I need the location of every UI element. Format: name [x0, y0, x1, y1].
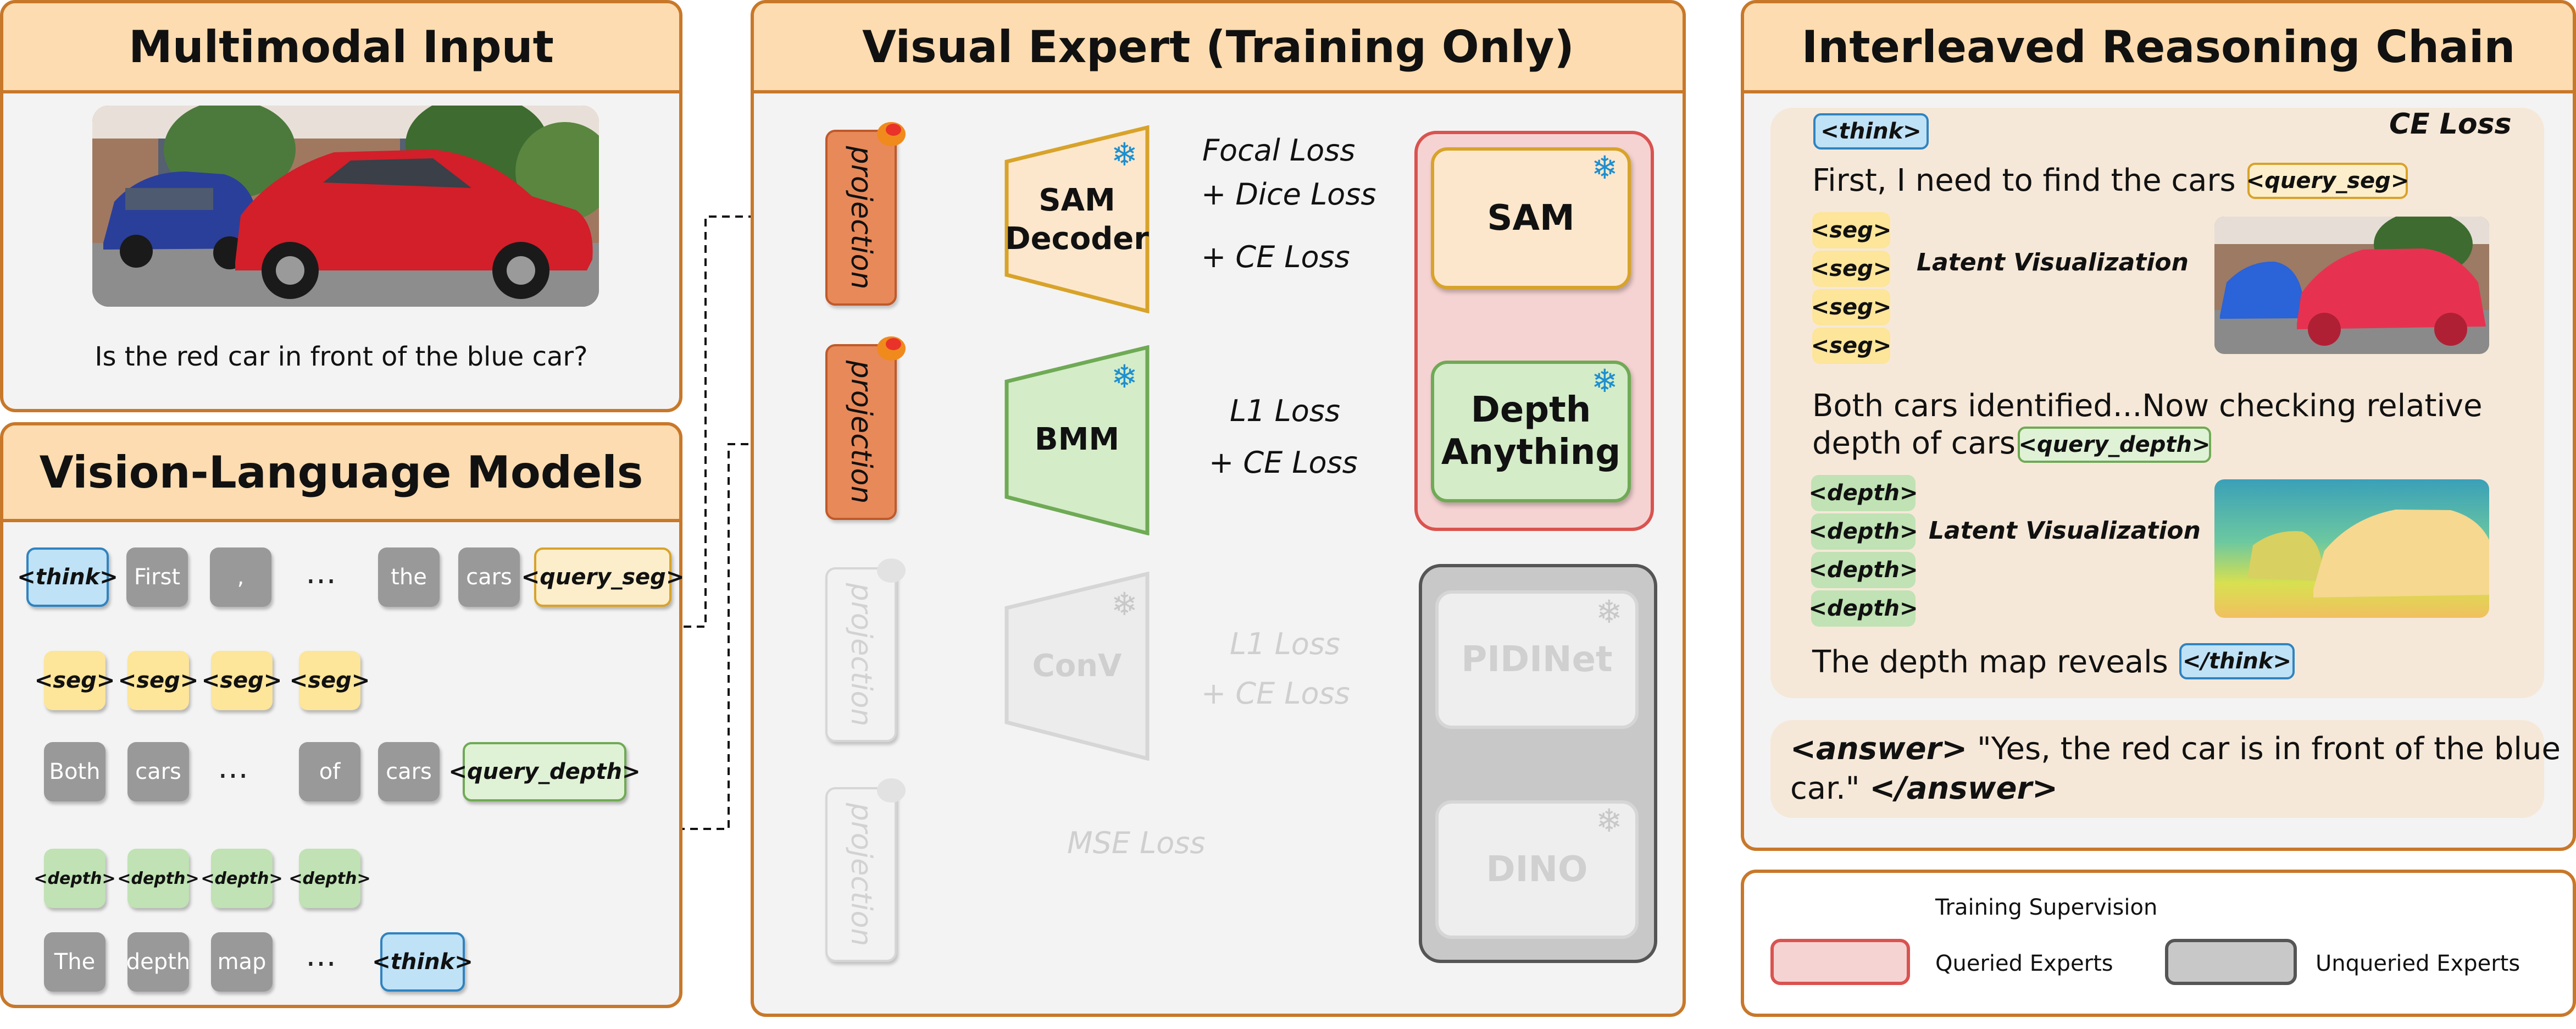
loss-label: + CE Loss [1201, 676, 1350, 711]
seg-tag: <seg> [1811, 328, 1891, 364]
token: , [210, 547, 271, 607]
pidinet-expert: PIDINet [1435, 590, 1639, 729]
query-depth-tag: <query_depth> [2018, 427, 2211, 463]
panel-title: Multimodal Input [3, 3, 679, 93]
question-text: Is the red car in front of the blue car? [95, 341, 588, 372]
loss-label: L1 Loss [1230, 394, 1340, 428]
snowflake-icon: ❄ [1111, 358, 1138, 395]
loss-label: MSE Loss [1067, 826, 1206, 860]
depth-tag: <depth> [1808, 475, 1918, 511]
car-photo [92, 106, 599, 307]
chain-text: Both cars identified...Now checking rela… [1812, 388, 2483, 424]
panel-title: Vision-Language Models [3, 425, 679, 522]
seg-tag: <seg> [1811, 289, 1891, 325]
dino-expert: DINO [1435, 800, 1639, 939]
chain-text: depth of cars [1812, 425, 2016, 461]
token-query-depth: <query_depth> [448, 742, 641, 801]
loss-label: + CE Loss [1209, 445, 1358, 480]
latent-visualization-label: Latent Visualization [1929, 517, 2201, 545]
token: cars [378, 742, 440, 801]
loss-label: + Dice Loss [1201, 177, 1376, 212]
depth-anything-expert: Depth Anything [1431, 361, 1631, 502]
flame-icon [877, 778, 906, 803]
snowflake-icon: ❄ [1591, 362, 1618, 400]
depth-tag: <depth> [1808, 590, 1918, 627]
legend-queried-swatch [1770, 939, 1910, 985]
token-think: <think> [17, 547, 118, 607]
depth-tag: <depth> [1808, 513, 1918, 550]
projection-pidi: projection [825, 567, 897, 742]
think-open-tag: <think> [1813, 113, 1929, 150]
sam-decoder-shape [1004, 125, 1150, 313]
latent-visualization-label: Latent Visualization [1917, 248, 2189, 276]
token: Both [44, 742, 106, 801]
answer-line-2: car." </answer> [1790, 771, 2058, 806]
depth-tag: <depth> [1808, 552, 1918, 588]
ellipsis: … [306, 938, 336, 973]
token: depth [126, 932, 190, 992]
token-depth: <depth> [117, 849, 199, 908]
conv-shape [1004, 572, 1150, 761]
bmm-label: BMM [1034, 422, 1120, 457]
query-seg-tag: <query_seg> [2246, 163, 2409, 199]
bmm-shape [1004, 345, 1150, 535]
token-depth: <depth> [201, 849, 283, 908]
multimodal-input-panel: Multimodal Input I [0, 0, 682, 412]
token: First [126, 547, 188, 607]
answer-line-1: <answer> "Yes, the red car is in front o… [1790, 731, 2561, 767]
panel-title: Interleaved Reasoning Chain [1744, 3, 2573, 93]
sam-expert: SAM [1431, 147, 1631, 289]
loss-label: + CE Loss [1201, 240, 1350, 274]
projection-dino: projection [825, 787, 897, 962]
token: the [378, 547, 440, 607]
flame-icon [877, 336, 906, 361]
loss-label: L1 Loss [1230, 627, 1340, 661]
ellipsis: … [306, 555, 336, 591]
token: cars [127, 742, 189, 801]
ce-loss-label: CE Loss [2389, 108, 2512, 141]
snowflake-icon: ❄ [1111, 585, 1138, 623]
flame-icon [877, 122, 906, 146]
snowflake-icon: ❄ [1111, 136, 1138, 173]
seg-tag: <seg> [1811, 212, 1891, 248]
segmentation-visualization [2214, 217, 2489, 354]
projection-seg: projection [825, 130, 897, 306]
flame-icon [877, 558, 906, 583]
think-close-tag: </think> [2179, 643, 2295, 679]
legend-training-supervision: Training Supervision [1935, 895, 2158, 920]
conv-label: ConV [1032, 648, 1122, 684]
depth-visualization [2214, 479, 2489, 618]
token: The [44, 932, 106, 992]
answer-box [1770, 720, 2544, 818]
ellipsis: … [218, 750, 248, 785]
panel-title: Visual Expert (Training Only) [754, 3, 1683, 93]
sam-decoder-label: SAM Decoder [1005, 182, 1149, 257]
token: of [299, 742, 360, 801]
snowflake-icon: ❄ [1591, 149, 1618, 186]
chain-text: The depth map reveals ... [1812, 644, 2208, 680]
snowflake-icon: ❄ [1596, 593, 1623, 630]
token: cars [458, 547, 520, 607]
token-query-seg: <query_seg> [521, 547, 684, 607]
projection-depth: projection [825, 344, 897, 520]
chain-text: First, I need to find the cars [1812, 163, 2236, 198]
token: map [211, 932, 273, 992]
token-seg: <seg> [290, 651, 370, 710]
vlm-panel: Vision-Language Models [0, 422, 682, 1008]
token-think: <think> [372, 932, 473, 992]
token-depth: <depth> [34, 849, 116, 908]
legend-queried-label: Queried Experts [1935, 951, 2113, 976]
legend-unqueried-swatch [2165, 939, 2297, 985]
token-seg: <seg> [118, 651, 198, 710]
token-depth: <depth> [288, 849, 371, 908]
token-seg: <seg> [35, 651, 115, 710]
token-seg: <seg> [202, 651, 282, 710]
seg-tag: <seg> [1811, 251, 1891, 287]
loss-label: Focal Loss [1202, 133, 1356, 168]
snowflake-icon: ❄ [1596, 802, 1623, 839]
legend-unqueried-label: Unqueried Experts [2316, 951, 2521, 976]
